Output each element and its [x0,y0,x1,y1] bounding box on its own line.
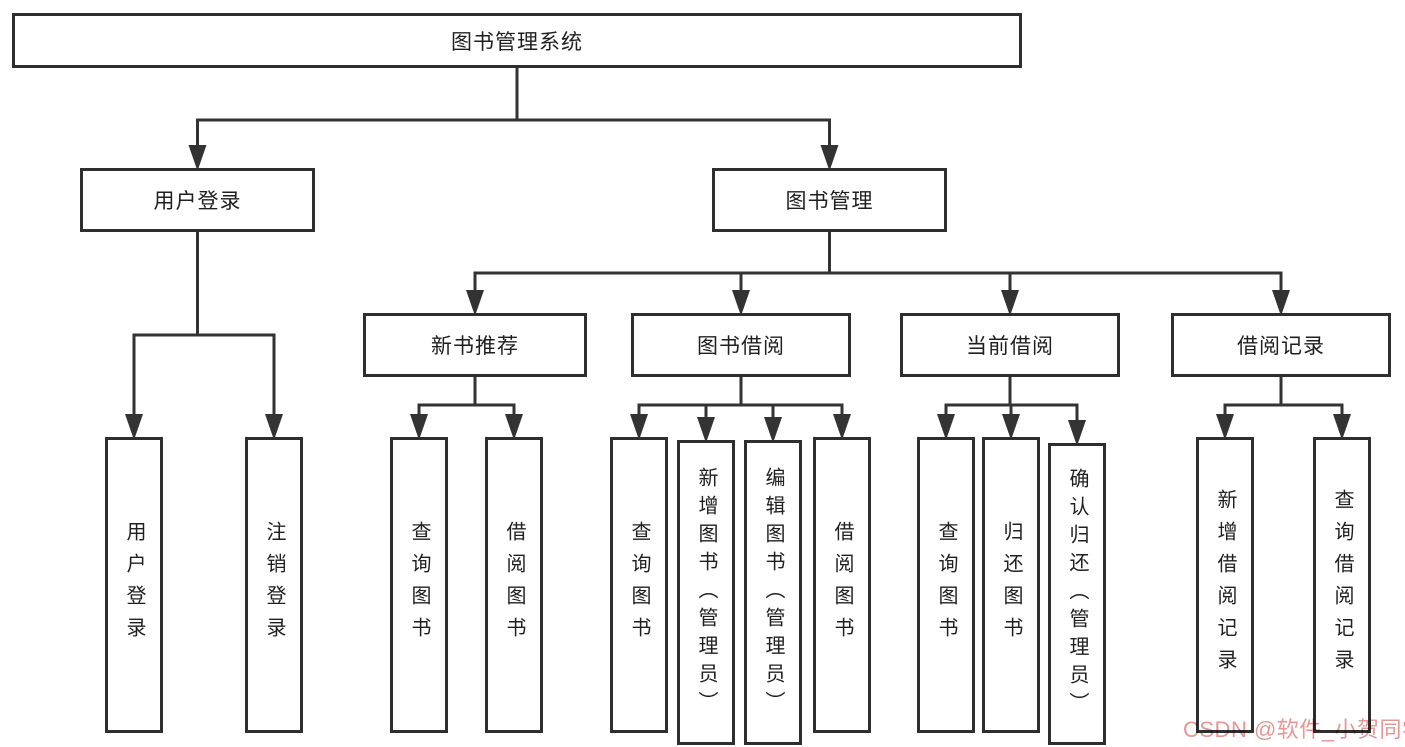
leaf-query-book-borrow-label: 查询图书 [628,521,650,649]
leaf-query-book-current-label: 查询图书 [935,521,957,649]
leaf-return-book: 归还图书 [982,437,1040,733]
leaf-query-borrow-record-label: 查询借阅记录 [1331,489,1353,681]
leaf-logout-label: 注销登录 [263,521,285,649]
leaf-borrow-book-recommend: 借阅图书 [485,437,543,733]
leaf-query-borrow-record: 查询借阅记录 [1313,437,1371,733]
leaf-logout: 注销登录 [245,437,303,733]
leaf-confirm-return-admin-label: 确认归还（管理员） [1066,468,1088,720]
leaf-return-book-label: 归还图书 [1000,521,1022,649]
node-user-login-branch: 用户登录 [80,168,315,232]
leaf-add-borrow-record: 新增借阅记录 [1196,437,1254,733]
leaf-user-login-label: 用户登录 [123,521,145,649]
node-borrow-record: 借阅记录 [1171,313,1391,377]
leaf-confirm-return-admin: 确认归还（管理员） [1048,443,1106,745]
leaf-query-book-current: 查询图书 [917,437,975,733]
leaf-query-book-borrow: 查询图书 [610,437,668,733]
leaf-add-book-admin: 新增图书（管理员） [677,440,735,745]
leaf-edit-book-admin-label: 编辑图书（管理员） [762,466,784,719]
leaf-borrow-book: 借阅图书 [813,437,871,733]
leaf-borrow-book-label: 借阅图书 [831,521,853,649]
leaf-query-book-recommend-label: 查询图书 [408,521,430,649]
node-current-borrow: 当前借阅 [900,313,1120,377]
node-new-book-recommend: 新书推荐 [363,313,587,377]
leaf-user-login: 用户登录 [105,437,163,733]
csdn-watermark: CSDN @软件_小贺同学 [1183,717,1405,742]
leaf-edit-book-admin: 编辑图书（管理员） [744,440,802,745]
leaf-borrow-book-recommend-label: 借阅图书 [503,521,525,649]
leaf-add-borrow-record-label: 新增借阅记录 [1214,489,1236,681]
arrowheads [125,145,1351,446]
node-book-borrow: 图书借阅 [631,313,851,377]
leaf-query-book-recommend: 查询图书 [390,437,448,733]
tree-edges [132,66,1344,426]
leaf-add-book-admin-label: 新增图书（管理员） [695,466,717,719]
node-book-management-branch: 图书管理 [712,168,947,232]
node-library-management-system: 图书管理系统 [12,13,1022,68]
